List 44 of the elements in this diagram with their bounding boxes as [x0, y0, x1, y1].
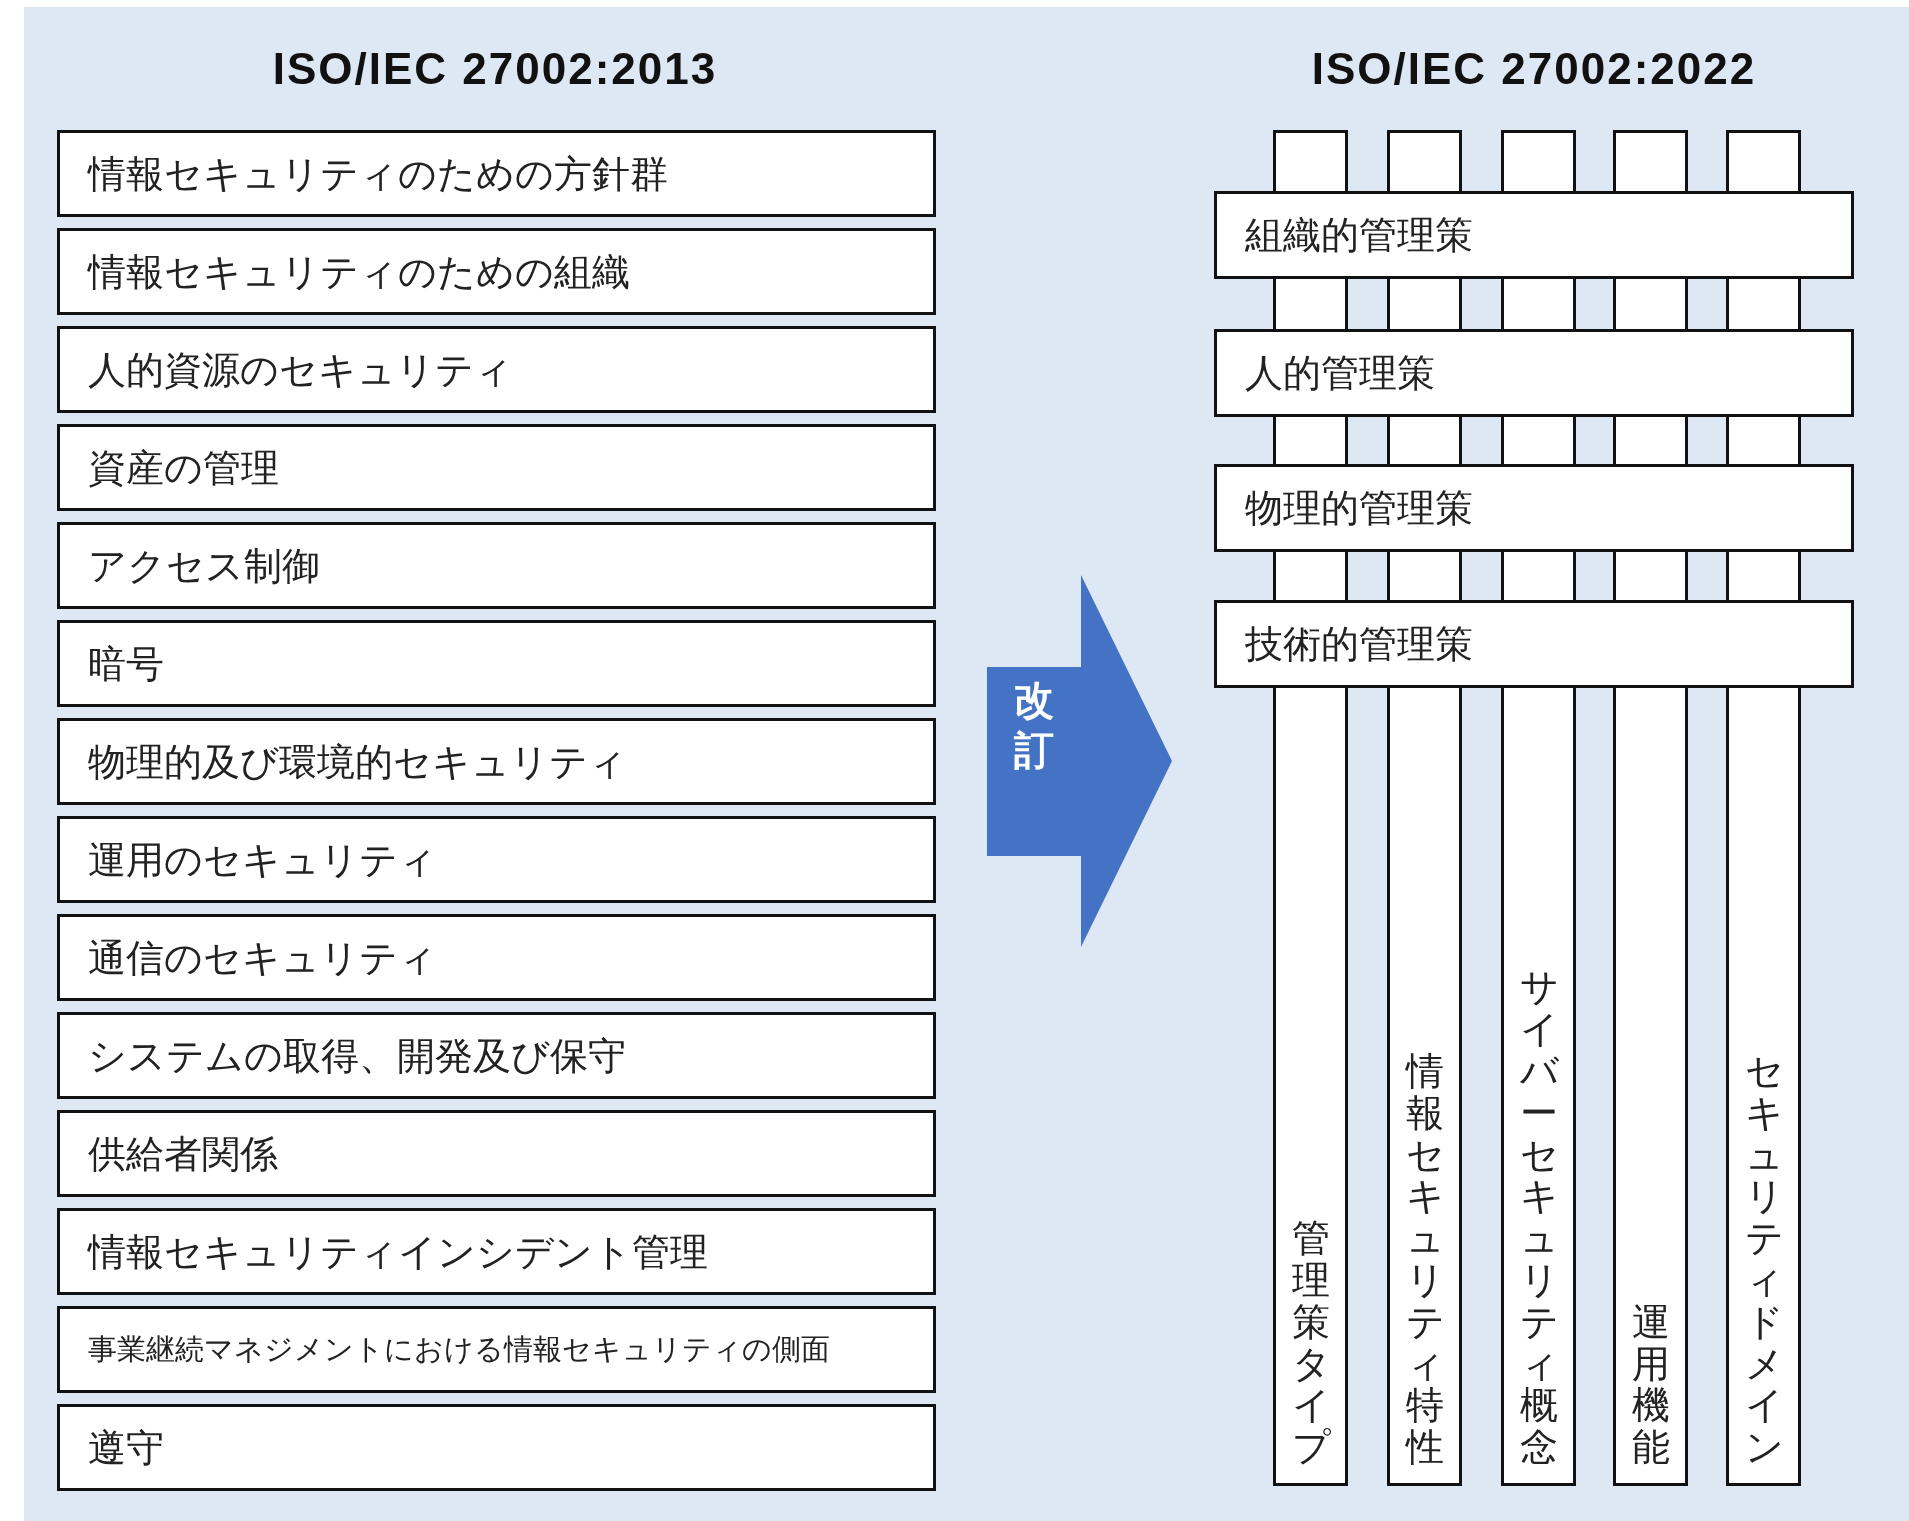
- category-box: [57, 1012, 936, 1099]
- category-label: 組織的管理策: [1245, 211, 1473, 259]
- category-label: 物理的管理策: [1245, 484, 1473, 532]
- category-label: 事業継続マネジメントにおける情報セキュリティの側面: [88, 1333, 831, 1366]
- category-label: 資産の管理: [88, 444, 279, 491]
- category-label: 情報セキュリティインシデント管理: [88, 1228, 708, 1275]
- category-box: [57, 1208, 936, 1295]
- category-label: 人的管理策: [1245, 349, 1435, 397]
- category-box: [57, 1306, 936, 1393]
- category-label: 物理的及び環境的セキュリティ: [88, 738, 627, 785]
- category-label: 人的資源のセキュリティ: [88, 346, 513, 393]
- category-box: [57, 522, 936, 609]
- category-label: 情報セキュリティのための組織: [88, 248, 630, 295]
- category-box: [57, 424, 936, 511]
- control-theme-box: [1214, 191, 1854, 279]
- category-label: 通信のセキュリティ: [88, 934, 437, 981]
- attribute-label: セキュリティドメイン: [1744, 1051, 1783, 1469]
- attribute-label: サイバーセキュリティ概念: [1519, 967, 1558, 1469]
- category-box: [57, 1110, 936, 1197]
- category-box: [57, 914, 936, 1001]
- category-box: [57, 326, 936, 413]
- category-label: 情報セキュリティのための方針群: [88, 150, 668, 197]
- control-theme-box: [1214, 464, 1854, 552]
- control-theme-box: [1214, 329, 1854, 417]
- heading: ISO/IEC 27002:2013: [272, 44, 718, 94]
- category-box: [57, 816, 936, 903]
- category-box: [57, 1404, 936, 1491]
- category-label: 運用のセキュリティ: [88, 836, 437, 883]
- category-box: [57, 718, 936, 805]
- arrow-label: 改訂: [1014, 676, 1054, 775]
- category-box: [57, 228, 936, 315]
- attribute-label: 管理策タイプ: [1291, 1218, 1330, 1469]
- category-label: アクセス制御: [88, 542, 320, 589]
- category-label: 供給者関係: [88, 1130, 278, 1177]
- attribute-label: 情報セキュリティ特性: [1405, 1051, 1444, 1469]
- category-label: 暗号: [88, 640, 164, 687]
- control-theme-box: [1214, 600, 1854, 688]
- category-box: [57, 130, 936, 217]
- category-label: 遵守: [88, 1424, 164, 1471]
- category-label: 技術的管理策: [1245, 620, 1473, 668]
- category-label: システムの取得、開発及び保守: [88, 1032, 626, 1079]
- heading: ISO/IEC 27002:2022: [1311, 44, 1757, 94]
- category-box: [57, 620, 936, 707]
- attribute-label: 運用機能: [1631, 1301, 1670, 1469]
